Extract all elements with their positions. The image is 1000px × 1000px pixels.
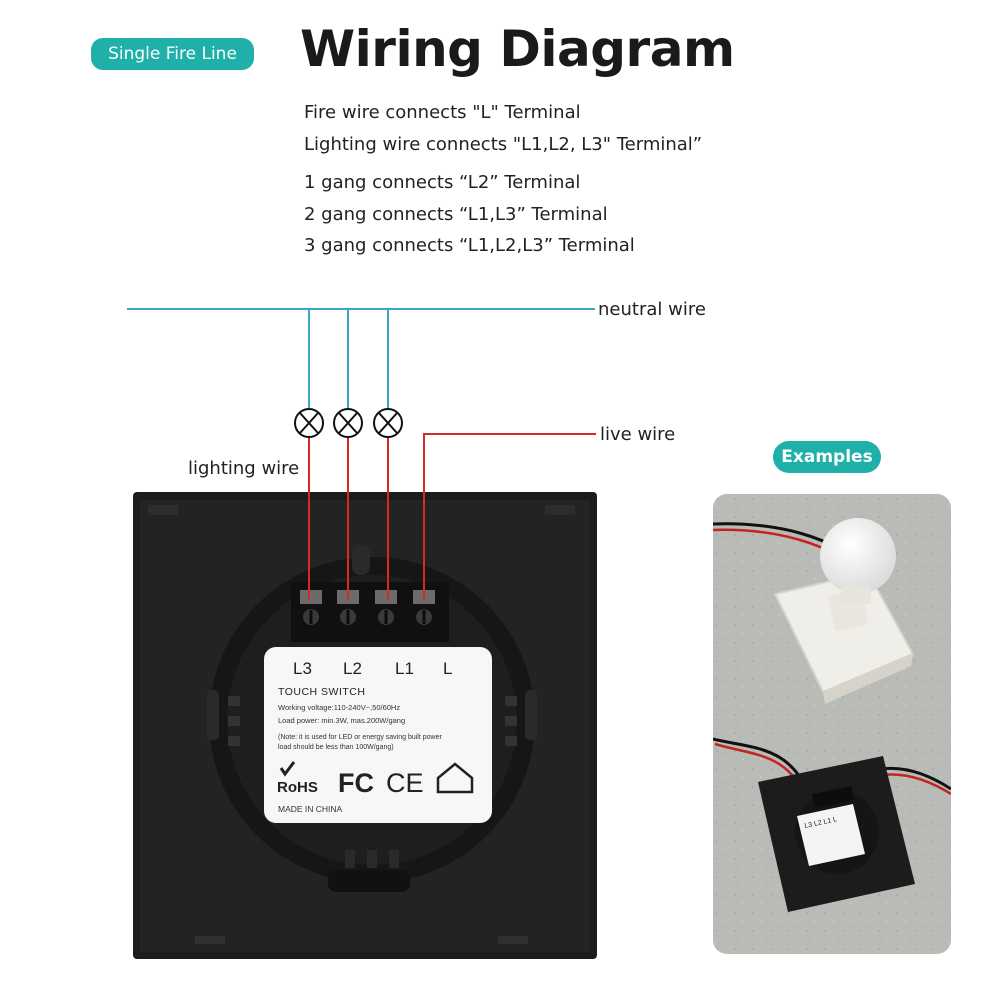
photo-switch-label — [797, 804, 865, 866]
single-fire-line-badge: Single Fire Line — [91, 38, 254, 70]
lamp-icon-3 — [373, 408, 403, 438]
product-name: TOUCH SWITCH — [278, 686, 365, 698]
home-icon — [436, 762, 474, 794]
lamp-icon-1 — [294, 408, 324, 438]
lighting-wire-label: lighting wire — [188, 458, 300, 479]
ce-logo: CE — [386, 768, 424, 798]
instruction-3-gang: 3 gang connects “L1,L2,L3” Terminal — [304, 235, 635, 256]
note-line-2: load should be less than 100W/gang) — [278, 744, 394, 751]
working-voltage: Working voltage:110-240V~,50/60Hz — [278, 703, 400, 712]
terminal-screw-l — [413, 590, 435, 625]
fc-logo: FC — [338, 768, 374, 798]
page-title: Wiring Diagram — [300, 20, 735, 78]
terminal-label-l2: L2 — [343, 659, 362, 678]
rohs-logo: RoHS — [277, 761, 318, 796]
made-in-china: MADE IN CHINA — [278, 804, 343, 814]
live-wire-line — [423, 433, 596, 600]
terminal-screw-l3 — [300, 590, 322, 625]
live-wire-label: live wire — [600, 424, 676, 445]
load-power: Load power: min.3W, mas.200W/gang — [278, 716, 405, 725]
instruction-1-gang: 1 gang connects “L2” Terminal — [304, 172, 581, 193]
note-line-1: (Note: it is used for LED or energy savi… — [278, 734, 442, 741]
neutral-wire-label: neutral wire — [598, 299, 706, 320]
product-label — [264, 647, 492, 823]
lamp-icon-2 — [333, 408, 363, 438]
svg-text:RoHS: RoHS — [277, 779, 318, 796]
terminal-label-l3: L3 — [293, 659, 312, 678]
example-photo: L3 L2 L1 L — [713, 494, 951, 954]
examples-badge: Examples — [773, 441, 881, 473]
terminal-screw-l1 — [375, 590, 397, 625]
instruction-lighting-wire: Lighting wire connects "L1,L2, L3" Termi… — [304, 134, 703, 155]
light-bulb — [820, 518, 896, 594]
terminal-label-l1: L1 — [395, 659, 414, 678]
instruction-fire-wire: Fire wire connects "L" Terminal — [304, 102, 581, 123]
instruction-2-gang: 2 gang connects “L1,L3” Terminal — [304, 204, 608, 225]
terminal-label-l: L — [443, 659, 452, 678]
